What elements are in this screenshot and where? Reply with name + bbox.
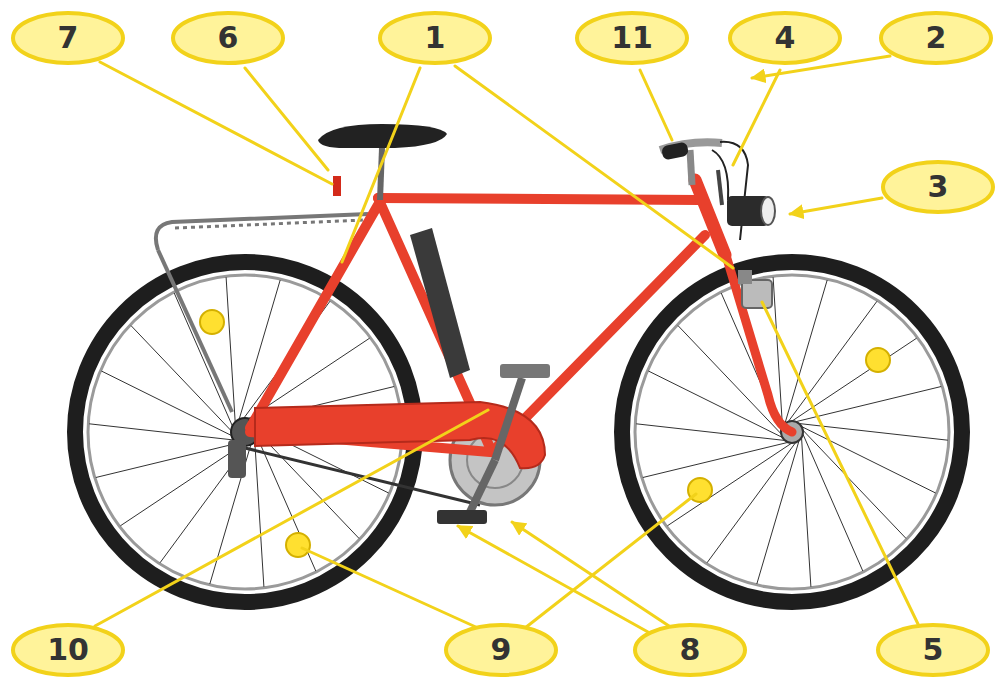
callout-oval: 7 bbox=[10, 10, 126, 66]
spoke bbox=[120, 442, 246, 526]
derailleur bbox=[228, 440, 246, 478]
callout-number: 1 bbox=[425, 23, 446, 53]
callout-oval: 9 bbox=[443, 622, 559, 678]
spoke bbox=[131, 326, 236, 436]
callout-number: 7 bbox=[58, 23, 79, 53]
callout-oval: 1 bbox=[377, 10, 493, 66]
spoke bbox=[210, 438, 253, 584]
spoke bbox=[174, 293, 235, 432]
spoke bbox=[667, 442, 793, 526]
callout-number: 10 bbox=[47, 635, 89, 665]
pedals bbox=[437, 364, 550, 524]
callout-number: 11 bbox=[611, 23, 653, 53]
spoke bbox=[794, 387, 942, 423]
spoke bbox=[801, 429, 906, 539]
leader-lines bbox=[95, 56, 918, 632]
callout-number: 9 bbox=[491, 635, 512, 665]
callout-oval: 6 bbox=[170, 10, 286, 66]
spoke bbox=[800, 426, 936, 493]
callout-number: 3 bbox=[928, 172, 949, 202]
spoke bbox=[797, 423, 948, 440]
callout-oval: 5 bbox=[875, 622, 991, 678]
callout-number: 8 bbox=[680, 635, 701, 665]
rear-rack bbox=[156, 214, 368, 412]
spoke bbox=[801, 435, 811, 586]
callout-oval: 8 bbox=[632, 622, 748, 678]
headlight bbox=[727, 196, 775, 226]
spoke bbox=[757, 438, 800, 584]
pump bbox=[410, 228, 470, 378]
callout-oval: 3 bbox=[880, 159, 996, 215]
spoke bbox=[89, 424, 240, 441]
callout-number: 2 bbox=[926, 23, 947, 53]
callout-number: 5 bbox=[923, 635, 944, 665]
spoke bbox=[643, 442, 791, 478]
callout-number: 6 bbox=[218, 23, 239, 53]
callout-oval: 11 bbox=[574, 10, 690, 66]
spoke bbox=[96, 442, 244, 478]
callout-oval: 10 bbox=[10, 622, 126, 678]
spoke bbox=[254, 435, 264, 586]
callout-number: 4 bbox=[775, 23, 796, 53]
spoke bbox=[784, 280, 827, 426]
spoke-reflectors bbox=[200, 310, 890, 557]
callout-oval: 2 bbox=[878, 10, 994, 66]
callout-oval: 4 bbox=[727, 10, 843, 66]
dynamo bbox=[738, 270, 772, 308]
spoke bbox=[790, 338, 916, 422]
rear-reflector bbox=[333, 176, 341, 196]
spoke bbox=[636, 424, 787, 441]
